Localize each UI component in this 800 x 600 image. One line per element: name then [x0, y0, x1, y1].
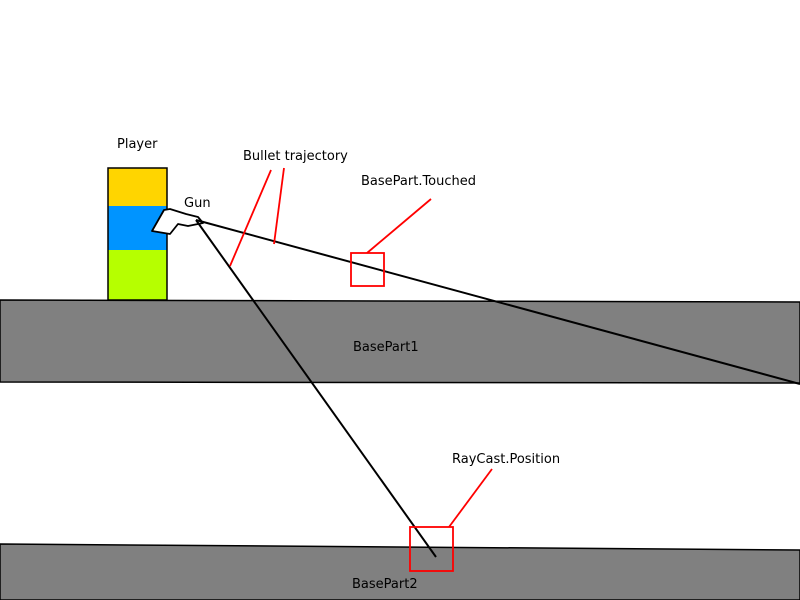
bullet-trajectory-line-2	[195, 219, 437, 558]
gun-icon	[151, 208, 204, 235]
raycast-position-marker	[409, 526, 454, 572]
basepart-touched-pointer	[366, 198, 432, 254]
bullet-trajectory-label: Bullet trajectory	[243, 149, 348, 164]
bullet-trajectory-pointer-2	[273, 167, 285, 245]
player-bottom-segment	[108, 250, 167, 300]
bullet-trajectory-pointer-1	[229, 169, 272, 267]
basepart2-slab	[0, 543, 800, 600]
gun-label: Gun	[184, 196, 211, 211]
basepart1-slab	[0, 299, 800, 384]
player-label: Player	[117, 137, 158, 152]
basepart-touched-label: BasePart.Touched	[361, 174, 476, 189]
raycast-position-label: RayCast.Position	[452, 452, 560, 467]
basepart1-label: BasePart1	[353, 340, 419, 355]
player-top-segment	[108, 168, 167, 206]
bullet-trajectory-line-1	[195, 219, 800, 385]
basepart2-label: BasePart2	[352, 577, 418, 592]
raycast-position-pointer	[448, 468, 493, 528]
player-figure	[107, 167, 168, 301]
